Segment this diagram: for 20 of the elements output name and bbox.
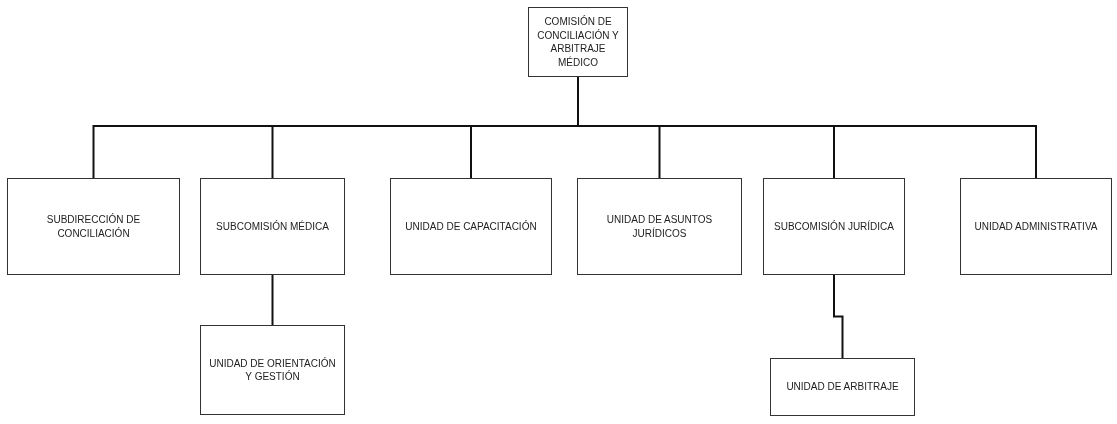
org-box xyxy=(528,7,628,77)
org-box xyxy=(7,178,180,275)
connector-line xyxy=(833,274,844,359)
org-box xyxy=(200,325,345,415)
unit-name: UNIDAD ADMINISTRATIVA xyxy=(974,219,1098,234)
connector-line xyxy=(271,274,274,326)
unit-name: COMISIÓN DE CONCILIACIÓN Y ARBITRAJE MÉDICO xyxy=(537,15,619,69)
org-box xyxy=(390,178,552,275)
org-box xyxy=(763,178,905,275)
unit-name: SUBCOMISIÓN MÉDICA xyxy=(216,219,329,234)
org-box xyxy=(770,358,915,416)
unit-name: UNIDAD DE CAPACITACIÓN xyxy=(405,219,537,234)
org-box xyxy=(960,178,1112,275)
unit-name: UNIDAD DE ARBITRAJE xyxy=(786,380,899,394)
unit-name: SUBDIRECCIÓN DE CONCILIACIÓN xyxy=(45,213,142,240)
org-box xyxy=(200,178,345,275)
org-box xyxy=(577,178,742,275)
unit-name: SUBCOMISIÓN JURÍDICA xyxy=(774,219,894,234)
unit-name: UNIDAD DE ORIENTACIÓN Y GESTIÓN xyxy=(209,356,336,384)
unit-name: UNIDAD DE ASUNTOS JURÍDICOS xyxy=(605,213,714,240)
